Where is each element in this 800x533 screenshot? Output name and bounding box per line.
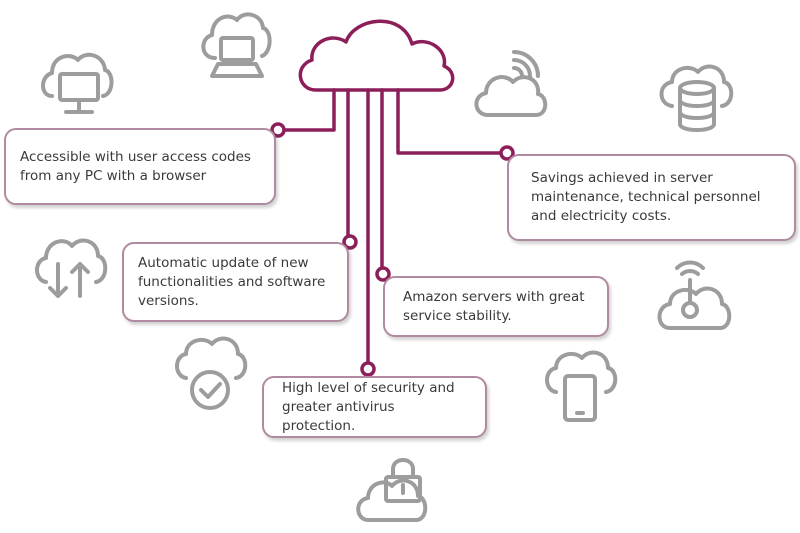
feature-text: High level of security and greater antiv… [282,379,455,434]
cloud-laptop-icon [201,12,272,78]
cloud-lock-icon [356,458,428,522]
feature-box-access: Accessible with user access codes from a… [4,128,276,205]
connector-dot [270,122,286,138]
connector-lines [282,88,502,363]
cloud-wifi-icon [474,50,548,117]
connector-dot [499,145,515,161]
cloud-database-icon [659,64,734,132]
feature-text: Automatic update of new functionalities … [138,254,326,309]
feature-box-security: High level of security and greater antiv… [262,376,487,438]
connector-dot [342,234,358,250]
feature-box-updates: Automatic update of new functionalities … [122,242,349,322]
feature-box-servers: Amazon servers with great service stabil… [383,276,609,337]
cloud-upload-download-icon [35,238,108,298]
central-cloud-icon [298,19,455,92]
cloud-check-icon [175,336,248,410]
connector-dot [375,266,391,282]
feature-text: Savings achieved in server maintenance, … [531,170,761,224]
connector-dot [360,361,376,377]
feature-box-savings: Savings achieved in server maintenance, … [507,154,796,241]
feature-text: Amazon servers with great service stabil… [403,288,585,324]
cloud-monitor-icon [41,52,114,114]
feature-text: Accessible with user access codes from a… [20,148,251,184]
cloud-signal-icon [657,260,732,330]
cloud-tablet-icon [545,350,618,422]
